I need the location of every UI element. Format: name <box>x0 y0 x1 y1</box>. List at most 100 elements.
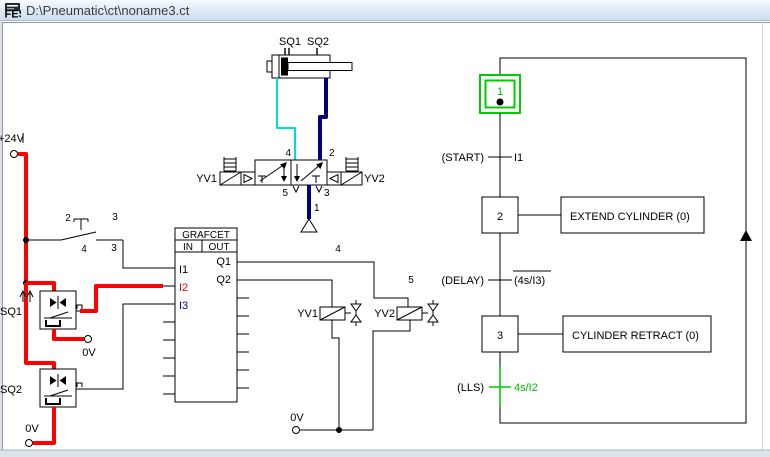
grafcet-output-q2: Q2 <box>216 274 231 286</box>
reed-sensor-icon <box>50 374 66 387</box>
sensor-position-marks <box>284 48 318 55</box>
valve-link-icon <box>350 300 362 326</box>
transition-name: (LLS) <box>457 382 484 394</box>
sq2-label: SQ2 <box>0 384 22 396</box>
start-switch[interactable]: 2 3 4 3 <box>26 212 123 255</box>
exhaust-silencer-icons <box>292 185 323 194</box>
wire-24v-to-sq2[interactable] <box>24 283 56 369</box>
sfc-step-3[interactable]: 3 <box>481 315 519 353</box>
ground-0v-label: 0V <box>82 347 96 359</box>
valve-port2-label: 2 <box>329 148 335 159</box>
sfc-step-1-initial[interactable]: 1 <box>479 74 521 114</box>
contact-icon <box>44 311 72 327</box>
manual-override-left-icon <box>223 157 237 172</box>
ground-terminal-0v[interactable] <box>25 439 33 447</box>
sq1-label: SQ1 <box>0 306 22 318</box>
coil-yv2-label: YV2 <box>374 308 395 320</box>
wire-net-label-4: 4 <box>335 244 341 255</box>
tube-port2-cylinder-pressurized[interactable] <box>318 78 328 160</box>
sfc-transition-delay[interactable]: (DELAY) (4s/I3) <box>441 270 551 287</box>
wire-yv2-to-0v[interactable] <box>372 320 411 430</box>
wire-yv1-to-0v[interactable] <box>331 320 340 430</box>
proximity-sensor-sq2[interactable]: SQ2 <box>0 368 83 408</box>
wire-sq2-to-0v[interactable] <box>33 407 56 445</box>
action-text: EXTEND CYLINDER (0) <box>570 211 690 223</box>
transition-condition: I1 <box>514 152 523 164</box>
valve-port1-label: 1 <box>314 203 320 214</box>
valve-left-position-symbol <box>258 162 287 183</box>
sfc-feedback-line <box>499 57 747 424</box>
valve-link-icon <box>427 300 439 326</box>
transition-condition: (4s/I3) <box>514 275 545 287</box>
switch-wire-label: 4 <box>81 244 87 255</box>
title-bar[interactable]: FESTO D:\Pneumatic\ct\noname3.ct <box>0 0 770 21</box>
wire-24v-rail[interactable] <box>18 152 28 283</box>
transition-name: (START) <box>442 152 484 164</box>
ground-0v-label: 0V <box>25 423 39 435</box>
pulse-icon <box>76 382 83 387</box>
wire-sq1-to-i2[interactable] <box>80 284 163 313</box>
sfc-chart[interactable]: 1 (START) I1 2 EXTEND CYLINDER (0) (DELA… <box>441 57 752 424</box>
switch-wire-label: 3 <box>111 243 117 254</box>
tube-port4-cylinder[interactable] <box>276 78 296 160</box>
grafcet-col-out: OUT <box>208 242 229 253</box>
pulse-icon <box>76 304 83 309</box>
solenoid-yv1-pilot <box>219 157 256 186</box>
ground-terminal-0v[interactable] <box>292 426 300 434</box>
reed-sensor-icon <box>50 296 66 309</box>
supply-24v-label: +24V <box>0 133 25 145</box>
junction-dot <box>336 427 342 433</box>
grafcet-plc-block[interactable]: GRAFCET IN OUT I1 I2 I3 Q1 Q2 <box>163 227 249 403</box>
manual-override-right-icon <box>345 157 359 172</box>
sfc-action-extend[interactable]: EXTEND CYLINDER (0) <box>560 196 705 234</box>
bottom-strip <box>0 450 770 457</box>
grafcet-input-i3: I3 <box>179 300 188 312</box>
valve-coil-yv1-label: YV1 <box>196 173 217 185</box>
cylinder-piston <box>281 57 288 76</box>
solenoid-coil-yv2[interactable]: YV2 <box>374 300 439 326</box>
sfc-transition-lls[interactable]: (LLS) 4s/I2 <box>457 367 538 407</box>
festo-logo-icon: FESTO <box>5 2 21 19</box>
cylinder-sensor-sq1-label: SQ1 <box>279 36 301 48</box>
grafcet-input-pins <box>163 267 175 395</box>
wire-switch-to-i1[interactable] <box>122 240 163 269</box>
ground-0v-label: 0V <box>290 412 304 424</box>
proximity-sensor-sq1[interactable]: SQ1 <box>0 289 83 330</box>
wire-sq2-to-i3[interactable] <box>83 303 163 390</box>
grafcet-output-q1: Q1 <box>216 256 231 268</box>
transition-condition: 4s/I2 <box>514 382 538 394</box>
wire-q1-to-yv2[interactable] <box>237 261 409 307</box>
cylinder-rod <box>287 62 353 71</box>
cylinder-sensor-sq2-label: SQ2 <box>307 36 329 48</box>
actuated-arrows-icon <box>19 289 34 302</box>
valve-port3-label: 3 <box>324 188 330 199</box>
solenoid-yv2-pilot <box>326 157 363 186</box>
supply-terminal-24v[interactable] <box>10 150 18 158</box>
wire-24v-to-sq1[interactable] <box>26 281 56 291</box>
sfc-action-retract[interactable]: CYLINDER RETRACT (0) <box>562 315 712 353</box>
sfc-transition-start[interactable]: (START) I1 <box>442 152 524 164</box>
grafcet-col-in: IN <box>183 242 193 253</box>
wire-q2-to-yv1[interactable] <box>237 279 333 307</box>
wire-net-label-5: 5 <box>408 275 414 286</box>
contact-icon <box>44 389 72 405</box>
ground-terminal-0v[interactable] <box>84 335 92 343</box>
grafcet-output-pins <box>237 297 249 389</box>
window-title: D:\Pneumatic\ct\noname3.ct <box>26 2 190 18</box>
grafcet-input-i2: I2 <box>179 282 188 294</box>
directional-valve-5-2[interactable]: 4 2 <box>196 148 385 233</box>
canvas-frame <box>0 21 770 457</box>
sfc-step-2[interactable]: 2 <box>481 196 519 234</box>
step-3-number: 3 <box>497 330 503 342</box>
pneumatic-cylinder[interactable]: SQ1 SQ2 <box>266 36 353 79</box>
detent-actuator-icon <box>73 218 89 230</box>
solenoid-coil-yv1[interactable]: YV1 <box>297 300 362 326</box>
flow-arrow-up-icon <box>740 230 752 241</box>
switch-pin-label: 2 <box>65 213 71 224</box>
transition-name: (DELAY) <box>441 275 484 287</box>
step-2-number: 2 <box>497 211 503 223</box>
wire-sq1-to-0v[interactable] <box>52 329 84 341</box>
grafcet-title: GRAFCET <box>182 230 230 241</box>
